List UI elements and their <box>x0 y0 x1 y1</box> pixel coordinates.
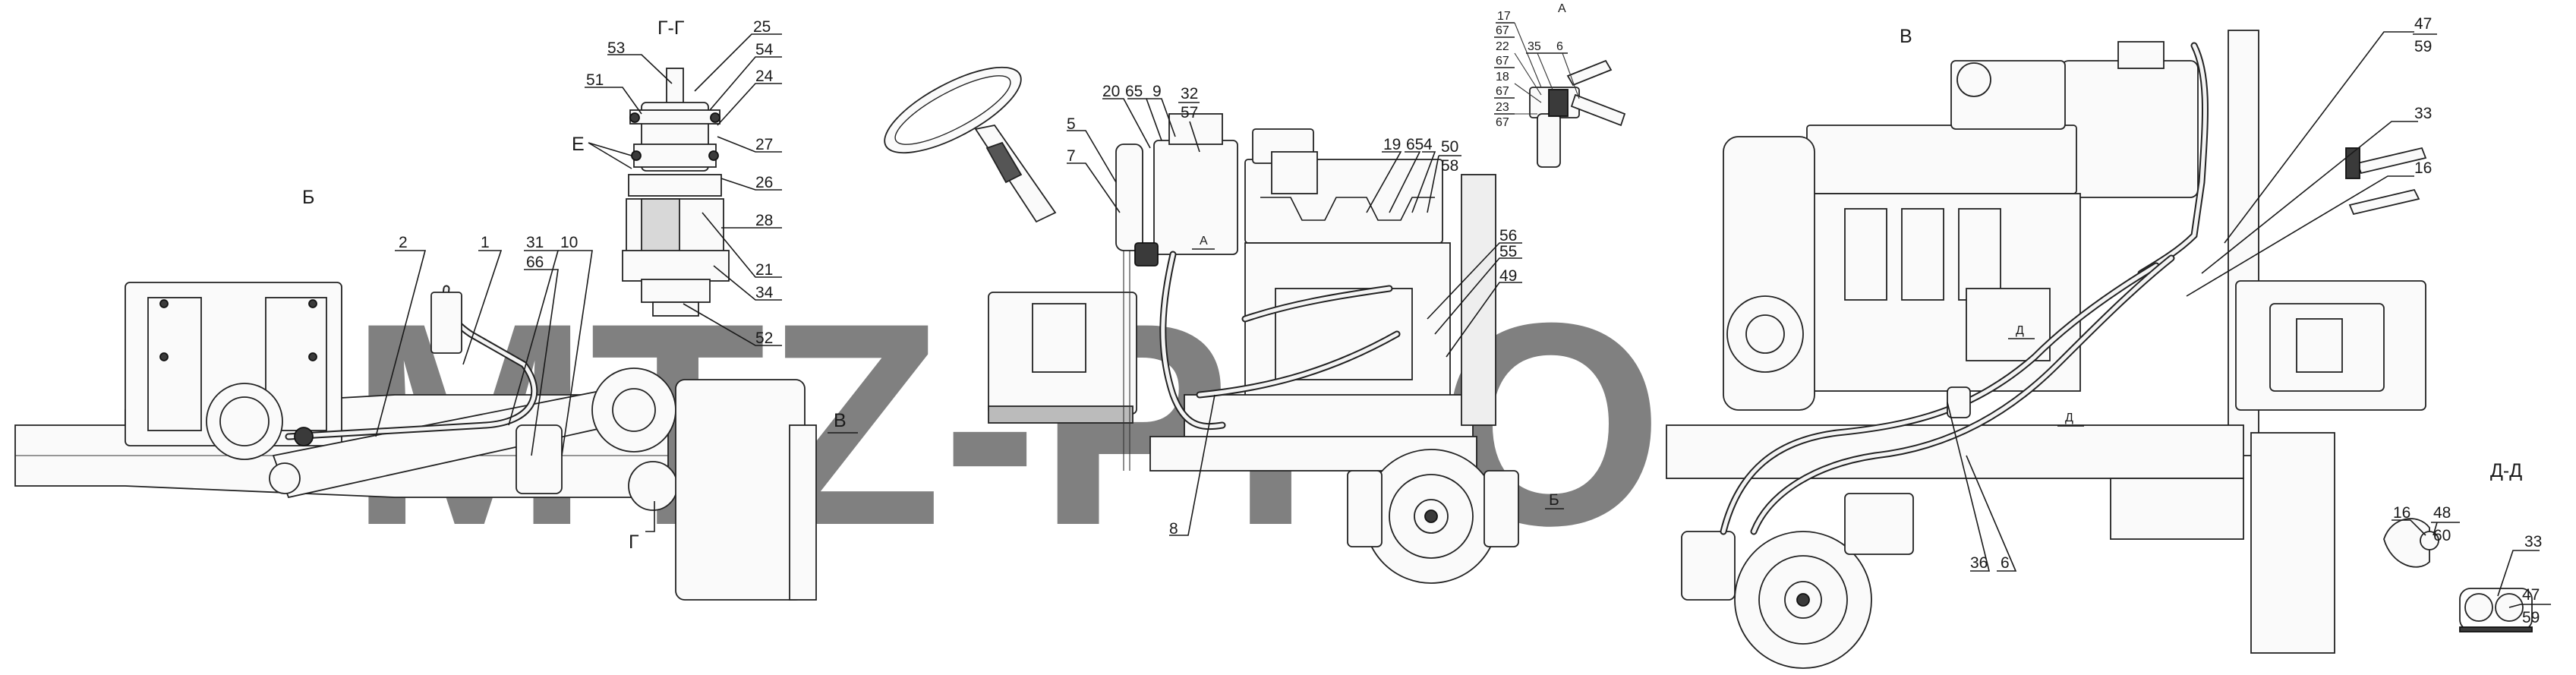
direction-b-marker: Б <box>1549 491 1559 509</box>
direction-v-marker: В <box>834 410 847 431</box>
callout-dd-1: 33 <box>2524 533 2542 550</box>
gg-top-pin <box>666 68 684 107</box>
callout-gg-r8: 52 <box>755 330 773 347</box>
callout-a-frac3-den: 67 <box>1496 116 1509 129</box>
callout-front-frac0-den: 57 <box>1181 104 1198 121</box>
callout-dd-frac1-num: 47 <box>2522 586 2540 604</box>
callout-front-3: 5 <box>1067 115 1076 133</box>
callout-front-1: 65 <box>1125 83 1143 100</box>
callout-b-1: 1 <box>481 234 490 251</box>
callout-front-frac0-num: 32 <box>1181 85 1198 103</box>
callout-gg-r4: 26 <box>755 174 773 191</box>
reservoir-v <box>2060 60 2199 198</box>
rear-bracket-v <box>2250 432 2335 654</box>
callout-gg-r1: 54 <box>755 41 774 58</box>
callout-front-2: 9 <box>1152 83 1162 100</box>
hose-fitting <box>430 292 462 354</box>
callout-a-frac1-num: 67 <box>1496 55 1509 68</box>
callout-gg-r5: 28 <box>755 212 773 229</box>
callout-front-frac1-den: 58 <box>1441 157 1458 175</box>
callout-v-2: 36 <box>1970 554 1988 572</box>
cut-mark-d-upper: Д <box>2016 324 2024 337</box>
callout-v-1: 16 <box>2414 159 2432 177</box>
section-dd-title: Д-Д <box>2490 460 2522 481</box>
callout-gg-r3: 27 <box>755 136 773 153</box>
callout-a-0: 17 <box>1497 10 1511 23</box>
callout-gg-l0: 53 <box>607 39 625 57</box>
callout-v-frac0-num: 47 <box>2414 15 2432 33</box>
callout-b-3: 66 <box>526 254 544 271</box>
callout-front-9: 55 <box>1499 243 1517 260</box>
view-b: Б 2 1 31 66 1 <box>14 187 858 601</box>
callout-dd-0: 16 <box>2393 504 2410 522</box>
callout-a-frac2-den: 23 <box>1496 101 1509 114</box>
callout-gg-l1: 51 <box>586 71 604 89</box>
callout-v-0: 33 <box>2414 105 2432 122</box>
callout-b-4: 10 <box>560 234 578 251</box>
section-gg-title: Г-Г <box>657 17 685 39</box>
callout-dd-frac1-den: 59 <box>2522 609 2540 626</box>
callout-front-0: 20 <box>1102 83 1120 100</box>
cut-mark-d-lower: Д <box>2065 412 2073 424</box>
front-view: 20 65 9 32 57 5 7 19 65 4 50 58 56 55 49… <box>884 66 1564 584</box>
callout-gg-r7: 34 <box>755 284 774 301</box>
shaft-clamp <box>516 424 563 494</box>
callout-front-frac1-num: 50 <box>1441 138 1458 156</box>
callout-a-frac0-den: 22 <box>1496 40 1509 53</box>
cut-mark-a: А <box>1200 235 1208 248</box>
right-flange <box>675 379 806 601</box>
callout-front-11: 8 <box>1169 520 1178 538</box>
callout-b-2: 31 <box>526 234 544 251</box>
view-b-label: Б <box>302 187 314 208</box>
callout-gg-r0: 25 <box>753 18 771 36</box>
section-dd: Д-Д 16 48 60 33 47 59 <box>2383 460 2551 632</box>
callout-v-3: 6 <box>2001 554 2010 572</box>
callout-front-5: 19 <box>1383 136 1401 153</box>
callout-a-frac2-num: 67 <box>1496 85 1509 98</box>
callout-front-7: 4 <box>1424 136 1433 153</box>
callout-gg-r2: 24 <box>755 68 774 85</box>
callout-a-frac0-num: 67 <box>1496 24 1509 37</box>
callout-front-4: 7 <box>1067 147 1076 165</box>
view-a: А 17 67 22 67 18 67 23 67 35 6 <box>1494 2 1626 168</box>
view-a-label: А <box>1558 2 1566 15</box>
callout-a-2: 6 <box>1556 40 1563 53</box>
callout-front-8: 56 <box>1499 227 1517 244</box>
callout-a-1: 35 <box>1528 40 1541 53</box>
callout-dd-frac0-den: 60 <box>2433 527 2451 544</box>
engine-base <box>1184 394 1474 441</box>
dd-hose-left <box>2464 593 2493 622</box>
callout-dd-frac0-num: 48 <box>2433 504 2451 522</box>
callout-v-frac0-den: 59 <box>2414 38 2432 55</box>
callout-front-6: 65 <box>1406 136 1424 153</box>
cut-mark-g: Г <box>629 531 639 553</box>
callout-front-10: 49 <box>1499 267 1517 285</box>
section-gg: Г-Г 53 51 25 54 24 27 26 28 21 34 52 <box>572 17 782 347</box>
callout-b-0: 2 <box>399 234 408 251</box>
callout-gg-r6: 21 <box>755 261 773 279</box>
view-v: В <box>1666 15 2437 669</box>
region-e-label: Е <box>572 134 585 155</box>
callout-a-frac1-den: 18 <box>1496 71 1509 84</box>
view-v-label: В <box>1900 26 1912 47</box>
engine-top-v <box>1806 125 2077 194</box>
reservoir-tank <box>1153 140 1238 255</box>
